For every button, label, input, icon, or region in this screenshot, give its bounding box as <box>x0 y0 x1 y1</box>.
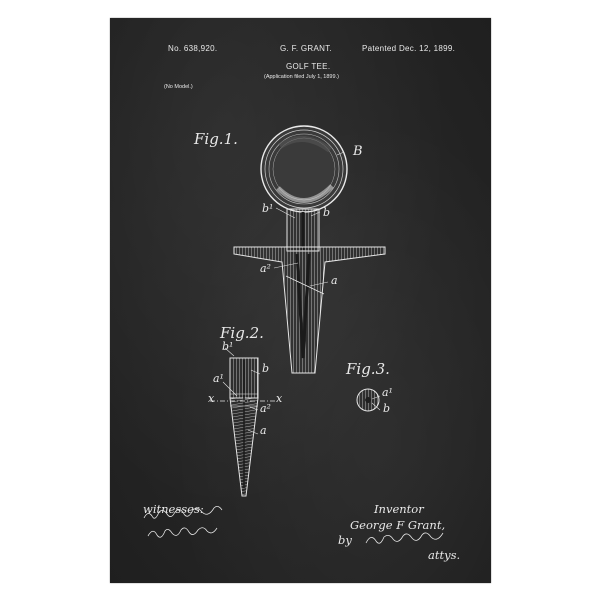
inventor-initials: G. F. GRANT. <box>280 44 333 53</box>
no-model-note: (No Model.) <box>164 84 193 90</box>
leader-lines <box>222 151 381 435</box>
label-b-fig1: b <box>323 206 331 219</box>
patent-date: Patented Dec. 12, 1899. <box>362 44 456 53</box>
patent-title: GOLF TEE. <box>286 62 331 71</box>
tee-spike-fig2 <box>210 357 280 497</box>
tee-body-fig1 <box>233 246 386 374</box>
golf-ball <box>260 125 348 213</box>
inventor-label: Inventor <box>374 502 424 516</box>
label-b1-fig1: b¹ <box>262 202 274 215</box>
attorney-signature <box>365 532 444 544</box>
figure-1-title: Fig.1. <box>194 130 238 148</box>
label-a2-fig2: a² <box>260 402 271 415</box>
patent-drawing <box>143 125 444 544</box>
figure-3-title: Fig.3. <box>346 360 390 378</box>
label-b1-fig2: b¹ <box>222 340 234 353</box>
label-a1-fig3: a¹ <box>382 386 393 399</box>
tee-cross-section-fig3 <box>356 388 380 412</box>
label-x-right: x <box>276 392 283 405</box>
chalkboard-poster: No. 638,920. G. F. GRANT. Patented Dec. … <box>110 18 491 583</box>
attys-label: attys. <box>428 548 461 562</box>
label-x-left: x <box>208 392 215 405</box>
inventor-name: George F Grant, <box>350 518 446 532</box>
label-a-fig2: a <box>260 424 267 437</box>
label-a1-fig2: a¹ <box>213 372 224 385</box>
label-b-fig2: b <box>262 362 270 375</box>
witnesses-label: witnesses: <box>143 502 204 516</box>
witness-signatures <box>143 506 223 538</box>
label-b-fig3: b <box>383 402 391 415</box>
label-a-fig1: a <box>331 274 338 287</box>
by-label: by <box>338 533 352 547</box>
application-date: (Application filed July 1, 1899.) <box>264 74 339 80</box>
patent-number: No. 638,920. <box>168 44 218 53</box>
figure-2-title: Fig.2. <box>220 324 264 342</box>
label-a2-fig1: a² <box>260 262 271 275</box>
label-ball-B: B <box>353 144 363 159</box>
tee-stem-fig1 <box>286 208 320 252</box>
